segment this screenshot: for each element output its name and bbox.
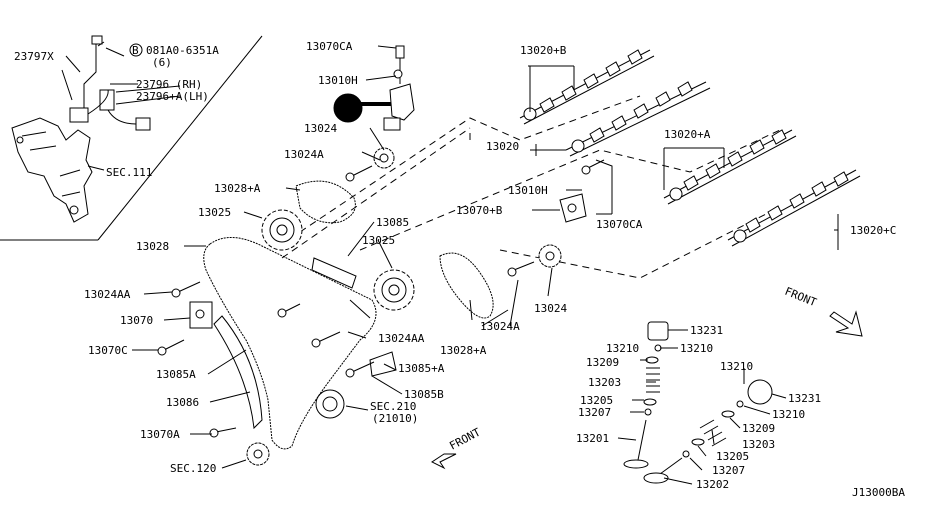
label-13202: 13202 — [696, 478, 729, 491]
label-13209-a: 13209 — [586, 356, 619, 369]
label-13210-b2: 13210 — [772, 408, 805, 421]
label-081a0-qty: (6) — [152, 56, 172, 69]
label-diagram-id: J13000BA — [852, 486, 905, 499]
label-13210-a1: 13210 — [606, 342, 639, 355]
label-13203-b: 13203 — [742, 438, 775, 451]
label-13020c: 13020+C — [850, 224, 896, 237]
chain-guides — [189, 193, 587, 430]
label-circle-b: B — [132, 44, 139, 57]
label-front-bottom: FRONT — [447, 425, 483, 452]
front-arrow-bottom — [431, 453, 457, 470]
label-13203-a: 13203 — [588, 376, 621, 389]
label-13025-mid: 13025 — [362, 234, 395, 247]
label-13024-top: 13024 — [304, 122, 337, 135]
label-13207-a: 13207 — [578, 406, 611, 419]
label-13085a: 13085A — [156, 368, 196, 381]
label-13205-b: 13205 — [716, 450, 749, 463]
engine-outline — [281, 95, 781, 279]
sprockets — [246, 147, 562, 466]
label-13210-a2: 13210 — [680, 342, 713, 355]
label-13024a-mid: 13024A — [480, 320, 520, 333]
label-13070b: 13070+B — [456, 204, 503, 217]
label-13085b: 13085B — [404, 388, 444, 401]
label-13020a: 13020+A — [664, 128, 711, 141]
label-13070c: 13070C — [88, 344, 128, 357]
label-sec120: SEC.120 — [170, 462, 216, 475]
circle-b-symbol — [129, 43, 143, 57]
label-13020: 13020 — [486, 140, 519, 153]
label-23796a-lh: 23796+A(LH) — [136, 90, 209, 103]
camshafts — [519, 49, 861, 247]
label-081a0-6351a: 081A0-6351A — [146, 44, 219, 57]
label-13207-b: 13207 — [712, 464, 745, 477]
label-13209-b: 13209 — [742, 422, 775, 435]
label-13085: 13085 — [376, 216, 409, 229]
label-13020b: 13020+B — [520, 44, 567, 57]
front-arrow-right — [829, 310, 863, 337]
label-sec111: SEC.111 — [106, 166, 152, 179]
label-front-right: FRONT — [783, 285, 819, 310]
label-13085a-right: 13085+A — [398, 362, 445, 375]
label-23796-rh: 23796 (RH) — [136, 78, 202, 91]
inset-box — [0, 35, 263, 241]
bolts — [97, 41, 605, 438]
upper-tensioner — [333, 45, 415, 131]
label-13070ca-mid: 13070CA — [596, 218, 643, 231]
label-13070a: 13070A — [140, 428, 180, 441]
label-13070ca-top: 13070CA — [306, 40, 353, 53]
label-23797x: 23797X — [14, 50, 54, 63]
label-13024aa-mid: 13024AA — [378, 332, 425, 345]
part-labels: 23797X B 081A0-6351A (6) 23796 (RH) 2379… — [14, 40, 905, 499]
label-13210-b1: 13210 — [720, 360, 753, 373]
label-13024-mid: 13024 — [534, 302, 567, 315]
label-13024a-top: 13024A — [284, 148, 324, 161]
label-13010h-top: 13010H — [318, 74, 358, 87]
label-sec210-sub: (21010) — [372, 412, 418, 425]
label-13025-top: 13025 — [198, 206, 231, 219]
label-13028a-top: 13028+A — [214, 182, 261, 195]
label-13028a-mid: 13028+A — [440, 344, 487, 357]
label-sec210: SEC.210 — [370, 400, 416, 413]
label-13010h-mid: 13010H — [508, 184, 548, 197]
timing-chains — [203, 180, 494, 450]
label-13231-b: 13231 — [788, 392, 821, 405]
label-13231-a: 13231 — [690, 324, 723, 337]
label-13024aa-left: 13024AA — [84, 288, 131, 301]
leader-lines — [65, 45, 839, 485]
label-13205-a: 13205 — [580, 394, 613, 407]
valve-parts — [623, 321, 773, 484]
label-13201: 13201 — [576, 432, 609, 445]
label-13028: 13028 — [136, 240, 169, 253]
label-13086: 13086 — [166, 396, 199, 409]
label-13070: 13070 — [120, 314, 153, 327]
